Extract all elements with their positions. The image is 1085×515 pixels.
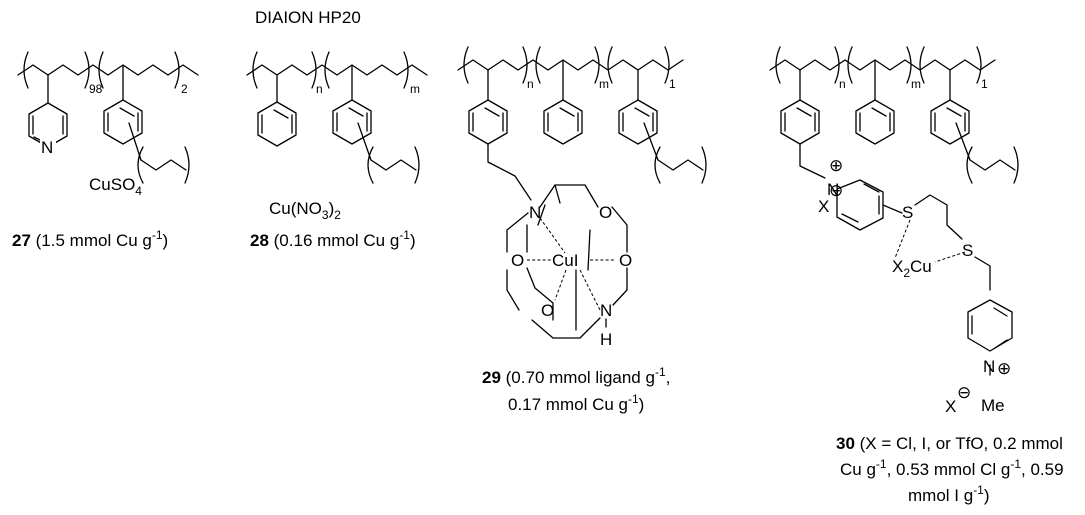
- reagent-label: Cu(NO3)2: [269, 199, 341, 222]
- counterion-x: X: [945, 397, 956, 416]
- benzyl-ring-29: [468, 69, 532, 201]
- styrene-ring-28: [332, 64, 420, 184]
- atom-label-o: O: [599, 203, 612, 222]
- structure-28: DIAION HP20 n m Cu(NO3)2: [246, 8, 428, 250]
- compound-caption-30: 30 (X = Cl, I, or TfO, 0.2 mmol: [836, 434, 1063, 453]
- macrocycle-ligand-29: [506, 184, 628, 339]
- atom-label-n: N: [529, 203, 541, 222]
- compound-caption-28: 28 (0.16 mmol Cu g-1): [250, 228, 416, 250]
- atom-label-h: H: [600, 330, 612, 349]
- resin-name: DIAION HP20: [255, 8, 361, 27]
- repeat-subscript: m: [599, 77, 609, 91]
- methyl-label: Me: [981, 396, 1005, 415]
- atom-label-n: N: [41, 138, 53, 157]
- methylpyridinium-ring-30: [967, 299, 1013, 376]
- compound-caption-27: 27 (1.5 mmol Cu g-1): [12, 228, 168, 250]
- structure-29: N O O CuI O O N H n m 1 29 (0.70 mmol li…: [457, 46, 707, 414]
- minus-charge: ⊖: [957, 383, 971, 402]
- polymer-backbone-28: [246, 51, 428, 89]
- repeat-subscript: n: [527, 77, 534, 91]
- polymer-backbone-30: [769, 46, 996, 84]
- dithioether-chain-30: [894, 194, 991, 291]
- coordination-bonds-29: [527, 217, 616, 311]
- styrene-ring-30: [930, 69, 1019, 184]
- repeat-subscript: 98: [89, 82, 103, 96]
- atom-label-n: N: [600, 301, 612, 320]
- phenyl-ring-28: [257, 74, 297, 147]
- atom-label-s: S: [962, 241, 973, 260]
- atom-label-n: N: [983, 357, 995, 376]
- repeat-subscript: m: [911, 77, 921, 91]
- atom-label-n: N: [827, 180, 839, 199]
- phenyl-ring-30: [855, 59, 895, 145]
- polymer-backbone-27: [17, 51, 199, 89]
- compound-caption-30-line3: mmol I g-1): [908, 483, 990, 505]
- reagent-label: CuSO4: [89, 175, 142, 198]
- styrene-ring-27: [103, 64, 190, 184]
- repeat-subscript: 1: [669, 77, 676, 91]
- structure-30: X ⊖ N ⊕ S S X2Cu X ⊖ N ⊕ Me n m 1 30 (X …: [769, 46, 1064, 505]
- styrene-ring-29: [618, 69, 707, 184]
- repeat-subscript: 1: [981, 77, 988, 91]
- compound-caption-29: 29 (0.70 mmol ligand g-1,: [482, 365, 670, 387]
- atom-label-o: O: [541, 301, 554, 320]
- benzyl-ring-30: [780, 69, 826, 179]
- repeat-subscript: m: [410, 82, 420, 96]
- plus-charge: ⊕: [829, 156, 843, 175]
- atom-label-o: O: [619, 251, 632, 270]
- polymer-backbone-29: [457, 46, 684, 84]
- repeat-subscript: n: [839, 77, 846, 91]
- repeat-subscript: 2: [181, 82, 188, 96]
- plus-charge: ⊕: [997, 359, 1011, 378]
- compound-caption-30-line2: Cu g-1, 0.53 mmol Cl g-1, 0.59: [840, 457, 1064, 479]
- phenyl-ring-29: [543, 59, 583, 145]
- atom-label-cui: CuI: [552, 251, 578, 270]
- repeat-subscript: n: [316, 82, 323, 96]
- atom-label-s: S: [902, 203, 913, 222]
- copper-label: X2Cu: [892, 257, 932, 280]
- pyridinium-ring-30: [836, 179, 903, 231]
- counterion-x: X: [818, 197, 829, 216]
- structure-27: N 98 2 CuSO4 27 (1.5 mmol Cu g-1): [12, 51, 199, 250]
- compound-caption-29-line2: 0.17 mmol Cu g-1): [508, 392, 644, 414]
- pyridine-ring-27: [28, 74, 68, 155]
- minus-charge: ⊖: [829, 181, 843, 200]
- atom-label-o: O: [511, 251, 524, 270]
